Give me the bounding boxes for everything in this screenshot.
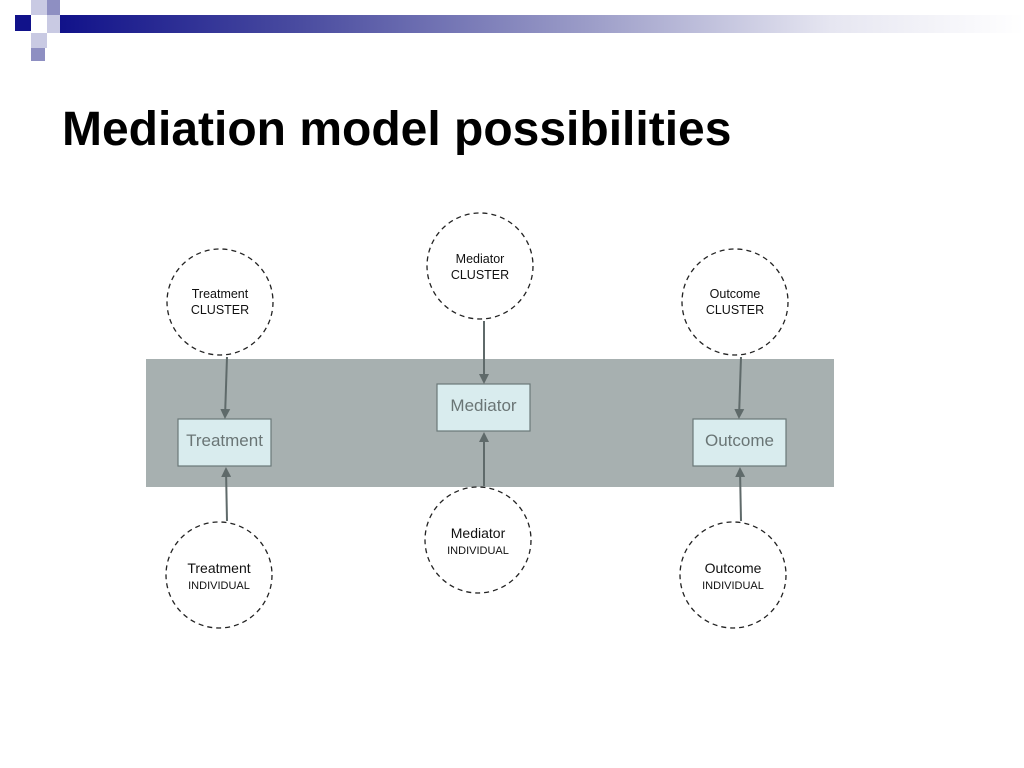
mediator-cluster-line1: Mediator — [456, 252, 505, 266]
outcome-cluster-line1: Outcome — [710, 287, 761, 301]
treatment-cluster-line2: CLUSTER — [191, 303, 249, 317]
mediator-cluster-line2: CLUSTER — [451, 268, 509, 282]
header-square — [47, 15, 60, 33]
mediator-box-label: Mediator — [450, 396, 516, 415]
treatment-box: Treatment — [177, 418, 272, 467]
arrow-outcome-cluster-to-box — [734, 356, 745, 419]
mediator-individual-node: Mediator INDIVIDUAL — [424, 486, 532, 594]
outcome-individual-node: Outcome INDIVIDUAL — [679, 521, 787, 629]
mediator-box: Mediator — [436, 383, 531, 432]
treatment-individual-line2: INDIVIDUAL — [188, 580, 250, 592]
outcome-individual-line1: Outcome — [705, 560, 762, 576]
treatment-individual-line1: Treatment — [187, 560, 250, 576]
header-gradient-band — [60, 15, 1024, 33]
slide-title: Mediation model possibilities — [62, 103, 732, 156]
mediator-individual-line1: Mediator — [451, 525, 506, 541]
treatment-box-label: Treatment — [186, 431, 263, 450]
arrow-outcome-individual-to-box — [735, 467, 746, 522]
outcome-individual-line2: INDIVIDUAL — [702, 580, 764, 592]
arrow-treatment-individual-to-box — [221, 467, 232, 522]
treatment-cluster-line1: Treatment — [192, 287, 249, 301]
treatment-individual-node: Treatment INDIVIDUAL — [165, 521, 273, 629]
treatment-cluster-node: Treatment CLUSTER — [166, 248, 274, 356]
decorative-header-bar — [0, 0, 1024, 62]
header-square — [31, 0, 47, 15]
outcome-cluster-node: Outcome CLUSTER — [681, 248, 789, 356]
mediator-individual-line2: INDIVIDUAL — [447, 545, 509, 557]
outcome-box: Outcome — [692, 418, 787, 467]
header-square — [31, 48, 45, 61]
mediator-cluster-node: Mediator CLUSTER — [426, 212, 534, 320]
header-square — [47, 0, 60, 15]
arrow-treatment-cluster-to-box — [220, 356, 231, 419]
header-square — [31, 33, 47, 48]
outcome-cluster-line2: CLUSTER — [706, 303, 764, 317]
outcome-box-label: Outcome — [705, 431, 774, 450]
header-square — [15, 15, 31, 31]
